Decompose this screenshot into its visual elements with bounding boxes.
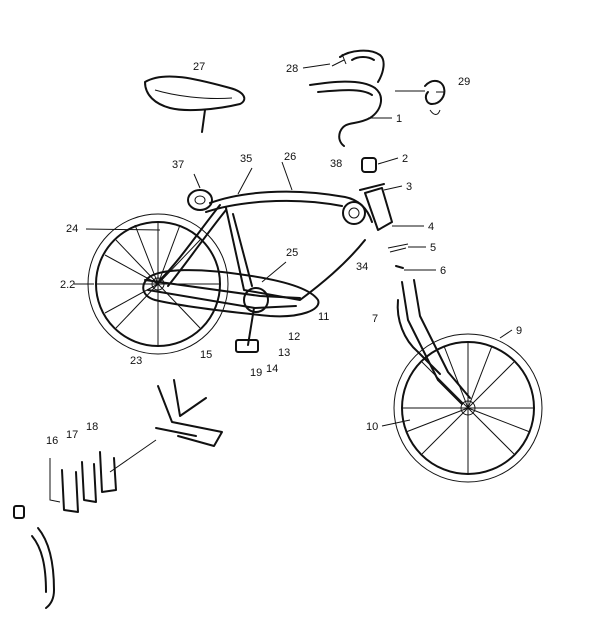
- part-label-35: 35: [240, 153, 252, 165]
- part-label-34: 34: [356, 261, 368, 273]
- part-label-37: 37: [172, 159, 184, 171]
- part-label-12: 12: [288, 331, 300, 343]
- crank-sprocket: [235, 287, 269, 353]
- part-label-29: 29: [458, 76, 470, 88]
- handlebar-clamp: [424, 80, 446, 115]
- part-label-1: 1: [396, 113, 402, 125]
- part-label-13: 13: [278, 347, 290, 359]
- training-wheel-assembly: [13, 379, 223, 609]
- part-label-15: 15: [200, 349, 212, 361]
- part-label-2: 2: [402, 153, 408, 165]
- rear-wheel: [87, 213, 229, 355]
- part-label-25: 25: [286, 247, 298, 259]
- reflectors: [187, 189, 366, 225]
- part-label-3: 3: [406, 181, 412, 193]
- front-fork: [396, 279, 471, 405]
- part-label-11: 11: [318, 311, 329, 323]
- leader-lines: [74, 63, 513, 427]
- part-label-28: 28: [286, 63, 298, 75]
- part-labels: 1 2 3 4 5 6 7 9 10 11 12 13 14 15 16 17 …: [46, 61, 522, 447]
- part-label-23: 23: [130, 355, 142, 367]
- part-label-27: 27: [193, 61, 205, 73]
- bicycle-frame: [144, 190, 373, 309]
- part-label-16: 16: [46, 435, 58, 447]
- part-label-38: 38: [330, 158, 342, 170]
- part-label-17: 17: [66, 429, 78, 441]
- part-label-24: 24: [66, 223, 78, 235]
- part-label-26: 26: [284, 151, 296, 163]
- part-label-14: 14: [266, 363, 278, 375]
- front-wheel: [393, 333, 543, 483]
- part-label-9: 9: [516, 325, 522, 337]
- part-label-4: 4: [428, 221, 434, 233]
- part-label-22: 2.2: [60, 279, 75, 291]
- seat: [144, 75, 246, 133]
- chain-guard: [142, 269, 320, 318]
- part-label-5: 5: [430, 242, 436, 254]
- part-label-18: 18: [86, 421, 98, 433]
- part-label-10: 10: [366, 421, 378, 433]
- part-label-7: 7: [372, 313, 378, 325]
- part-label-19: 19: [250, 367, 262, 379]
- part-label-6: 6: [440, 265, 446, 277]
- headset-parts: [359, 157, 409, 269]
